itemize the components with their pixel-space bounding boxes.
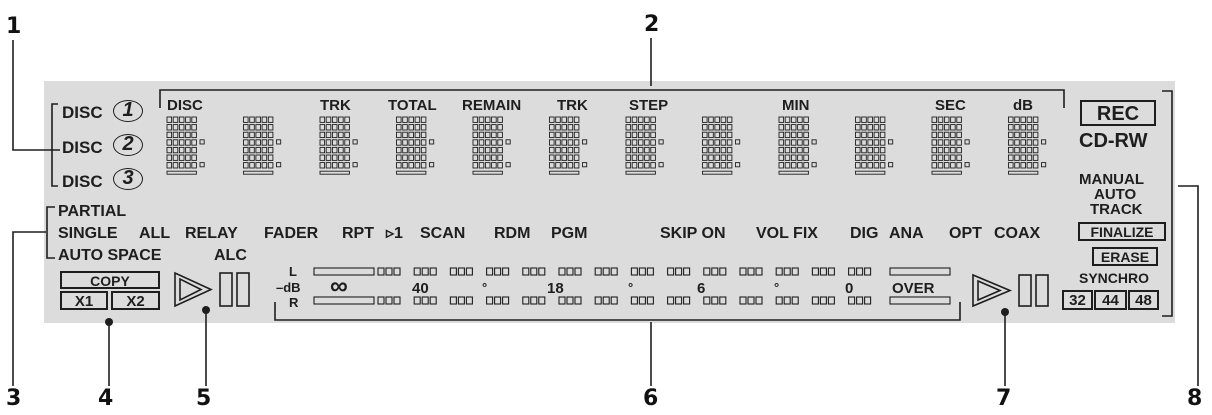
copy-indicator: COPY [60, 271, 160, 289]
char-label-trk-2: TRK [557, 97, 588, 114]
meter-scale-40: 40 [412, 280, 429, 297]
rate-44-indicator: 44 [1094, 290, 1127, 310]
char-label-disc: DISC [167, 97, 203, 114]
char-label-trk: TRK [320, 97, 351, 114]
disc-1-label: DISC [62, 103, 103, 122]
callout-3: 3 [6, 386, 22, 411]
meter-l-label: L [289, 264, 297, 279]
auto-indicator: AUTO [1094, 186, 1137, 203]
meter-scale-dot-3: ° [774, 280, 780, 295]
copy-x1-indicator: X1 [60, 291, 108, 310]
char-label-step: STEP [629, 97, 669, 114]
char-label-remain: REMAIN [462, 97, 522, 114]
char-label-min: MIN [782, 97, 810, 114]
dot-matrix-char [855, 116, 894, 175]
dot-matrix-char [549, 116, 588, 175]
meter-scale-6: 6 [697, 280, 706, 297]
meter-r-label: R [289, 295, 299, 310]
level-meter [313, 267, 951, 305]
meter-right-channel [313, 296, 951, 305]
mode-rdm: RDM [494, 225, 531, 242]
disc-1-number: 1 [113, 100, 143, 122]
meter-scale-18: 18 [547, 280, 564, 297]
mode-ana: ANA [889, 225, 924, 242]
mode-relay: RELAY [185, 225, 238, 242]
dot-matrix-display [166, 116, 1047, 175]
cd-rw-indicator: CD-RW [1079, 130, 1148, 152]
mode-partial: PARTIAL [58, 203, 127, 220]
rate-48-indicator: 48 [1128, 290, 1159, 310]
char-label-sec: SEC [935, 97, 966, 114]
callout-2: 2 [644, 12, 660, 37]
rec-indicator: REC [1080, 100, 1156, 126]
dot-matrix-char [1008, 116, 1047, 175]
erase-indicator: ERASE [1092, 247, 1158, 266]
mode-coax: COAX [994, 225, 1041, 242]
callout-5: 5 [196, 386, 212, 411]
mode-all: ALL [139, 225, 171, 242]
disc-3-label: DISC [62, 172, 103, 191]
finalize-indicator: FINALIZE [1078, 222, 1166, 241]
track-indicator: TRACK [1090, 201, 1143, 218]
manual-indicator: MANUAL [1079, 171, 1144, 188]
copy-x2-indicator: X2 [111, 291, 160, 310]
meter-scale-0: 0 [845, 280, 854, 297]
disc-3-number: 3 [113, 168, 143, 190]
dot-matrix-char [319, 116, 358, 175]
dot-matrix-char [166, 116, 205, 175]
synchro-indicator: SYNCHRO [1079, 270, 1150, 286]
dot-matrix-char [243, 116, 282, 175]
meter-scale-over: OVER [892, 280, 935, 297]
dot-matrix-char [702, 116, 741, 175]
meter-scale-dot-2: ° [628, 280, 634, 295]
callout-1: 1 [6, 14, 22, 39]
meter-scale-dot-1: ° [482, 280, 488, 295]
callout-7: 7 [996, 386, 1012, 411]
disc-2-label: DISC [62, 138, 103, 157]
rate-32-indicator: 32 [1062, 290, 1093, 310]
mode-rpt-one: ▹1 [386, 225, 403, 242]
char-label-total: TOTAL [388, 97, 437, 114]
mode-dig: DIG [850, 225, 879, 242]
char-label-db: dB [1013, 97, 1033, 114]
mode-pgm: PGM [551, 225, 588, 242]
dot-matrix-char [472, 116, 511, 175]
mode-auto-space: AUTO SPACE [58, 247, 162, 264]
meter-left-channel [313, 267, 951, 276]
meter-scale-infinity: ∞ [330, 272, 348, 300]
mode-fader: FADER [264, 225, 319, 242]
disc-2-number: 2 [113, 134, 143, 156]
mode-single: SINGLE [58, 225, 118, 242]
mode-scan: SCAN [420, 225, 466, 242]
play-icon-left [174, 271, 250, 308]
dot-matrix-char [778, 116, 817, 175]
mode-skip-on: SKIP ON [660, 225, 726, 242]
callout-8: 8 [1187, 386, 1203, 411]
dot-matrix-char [396, 116, 435, 175]
mode-opt: OPT [949, 225, 982, 242]
dot-matrix-char [931, 116, 970, 175]
dot-matrix-char [625, 116, 664, 175]
callout-6: 6 [643, 386, 659, 411]
mode-rpt: RPT [342, 225, 374, 242]
meter-db-label: –dB [276, 280, 301, 295]
mode-alc: ALC [214, 247, 247, 264]
callout-4: 4 [98, 386, 114, 411]
play-icon-right [972, 273, 1049, 308]
mode-vol-fix: VOL FIX [756, 225, 818, 242]
